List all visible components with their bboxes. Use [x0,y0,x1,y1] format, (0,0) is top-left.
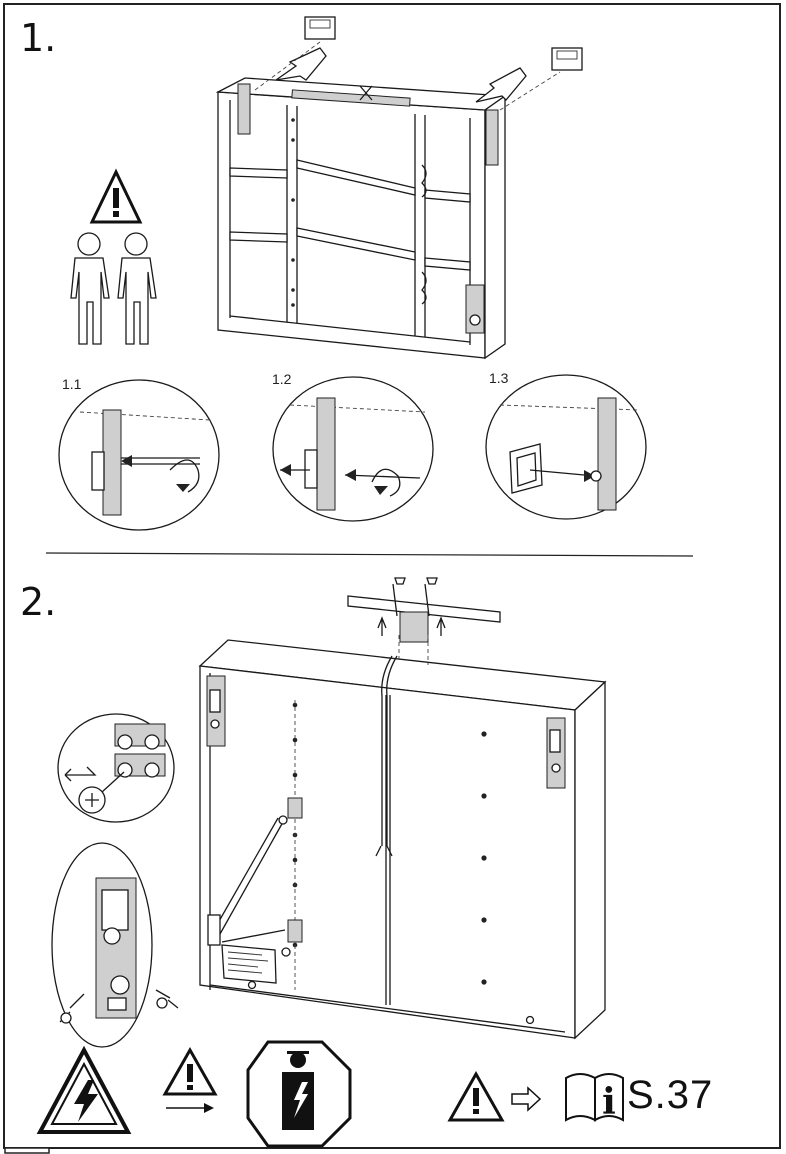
step2-cabinet [198,577,607,1040]
warning-triangle-icon [447,1070,505,1122]
detail-1-1 [58,379,220,531]
substep-1-2-label: 1.2 [272,371,292,387]
two-person-icon [70,232,157,345]
step1-cabinet [215,16,583,360]
section-divider [45,552,694,557]
detail-1-3 [485,374,647,520]
substep-1-1-label: 1.1 [62,376,82,392]
detail-bracket-screw [57,713,175,823]
electric-hazard-icon [36,1045,132,1134]
qualified-electrician-icon [246,1040,352,1148]
info-manual-icon: i [565,1073,624,1123]
hollow-arrow-right-icon [166,1103,214,1113]
page-frame [3,3,781,1149]
warning-triangle-icon [162,1046,218,1096]
detail-mounting-rail [51,842,179,1048]
substep-1-3-label: 1.3 [489,370,509,386]
step-1-number: 1. [20,16,57,60]
page-reference: S.37 [627,1073,714,1117]
step-2-number: 2. [20,580,57,624]
warning-triangle-icon [89,168,143,224]
page-tab [4,1147,50,1154]
detail-1-2 [272,376,434,522]
hollow-arrow-right-icon [511,1086,542,1112]
svg-text:i: i [602,1081,616,1123]
